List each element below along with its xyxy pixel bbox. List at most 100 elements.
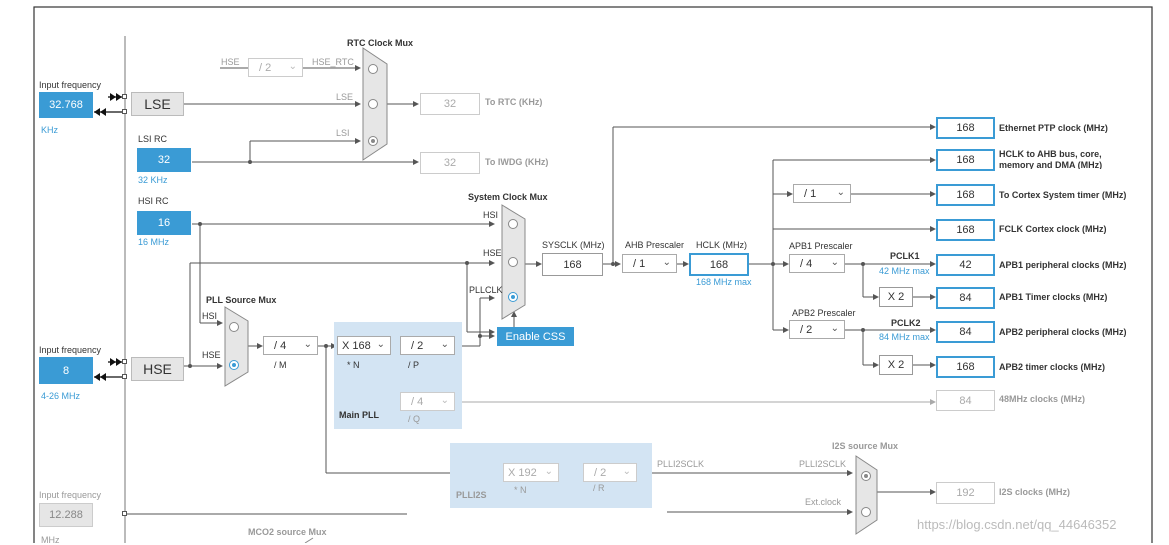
hclk-ahb-value[interactable]: 168 — [936, 149, 995, 171]
apb2-prescaler-select[interactable]: / 2 ⌄ — [789, 320, 845, 339]
plli2s-n-multiplier-select[interactable]: X 192⌄ — [503, 463, 559, 482]
system-mux-hse-label: HSE — [483, 248, 502, 258]
hse-block[interactable]: HSE — [131, 357, 184, 381]
rtc-output-value: 32 — [420, 93, 480, 115]
pll-source-hse-label: HSE — [202, 350, 221, 360]
apb2-peripheral-value[interactable]: 84 — [936, 321, 995, 343]
apb2-timer-value[interactable]: 168 — [936, 356, 995, 378]
chevron-down-icon: ⌄ — [288, 61, 297, 72]
system-mux-radio-hsi[interactable] — [508, 219, 518, 229]
pll-m-divider-select[interactable]: / 4⌄ — [263, 336, 318, 355]
lse-pin-in — [122, 109, 127, 114]
system-mux-radio-pllclk[interactable] — [508, 292, 518, 302]
rtc-hse-divider-select[interactable]: / 2 ⌄ — [248, 58, 303, 77]
apb1-timer-multiplier: X 2 — [879, 287, 913, 307]
hse-pin-in — [122, 374, 127, 379]
pll-source-radio-hsi[interactable] — [229, 322, 239, 332]
iwdg-output-value: 32 — [420, 152, 480, 174]
pll-p-value: / 2 — [411, 339, 424, 352]
mco2-mux-title: MCO2 source Mux — [248, 527, 327, 537]
i2s-clock-value[interactable]: 192 — [936, 482, 995, 504]
rtc-lsi-label: LSI — [336, 128, 350, 138]
ethernet-ptp-clock-value[interactable]: 168 — [936, 117, 995, 139]
pll-p-divider-select[interactable]: / 2⌄ — [400, 336, 455, 355]
clk48-label: 48MHz clocks (MHz) — [999, 394, 1086, 404]
sysclk-value[interactable]: 168 — [542, 253, 603, 276]
i2s-ext-unit: MHz — [41, 535, 60, 545]
rtc-hse-label: HSE — [221, 57, 240, 67]
pll-n-multiplier-select[interactable]: X 168 ⌄ — [337, 336, 391, 355]
enable-css-button[interactable]: Enable CSS — [497, 327, 574, 346]
watermark: https://blog.csdn.net/qq_44646352 — [917, 517, 1117, 532]
hsi-value: 16 — [137, 211, 191, 235]
pll-source-hsi-label: HSI — [202, 311, 218, 321]
hsi-unit: 16 MHz — [138, 237, 170, 247]
rtc-mux-radio-hse[interactable] — [368, 64, 378, 74]
pll-n-label: * N — [347, 360, 360, 370]
clk48-value[interactable]: 84 — [936, 390, 995, 411]
chevron-down-icon: ⌄ — [440, 395, 449, 406]
apb1-timer-value[interactable]: 84 — [936, 287, 995, 309]
apb2-peripheral-label: APB2 peripheral clocks (MHz) — [999, 327, 1127, 337]
fclk-cortex-value[interactable]: 168 — [936, 219, 995, 241]
pll-q-value: / 4 — [411, 395, 424, 408]
fclk-cortex-label: FCLK Cortex clock (MHz) — [999, 224, 1107, 234]
hclk-label: HCLK (MHz) — [696, 240, 747, 250]
i2s-source-mux-title: I2S source Mux — [832, 441, 899, 451]
chevron-down-icon: ⌄ — [376, 339, 385, 350]
pll-q-divider-select[interactable]: / 4 ⌄ — [400, 392, 455, 411]
lse-pin-out — [122, 94, 127, 99]
hse-pin-out — [122, 359, 127, 364]
hse-frequency-input[interactable]: 8 — [39, 357, 93, 384]
rtc-mux-radio-lsi[interactable] — [368, 136, 378, 146]
pclk2-max: 84 MHz max — [879, 332, 930, 342]
pll-q-label: / Q — [408, 414, 421, 424]
i2s-mux-input-plli2sclk: PLLI2SCLK — [799, 459, 847, 469]
pclk2-label: PCLK2 — [891, 318, 921, 328]
chevron-down-icon: ⌄ — [662, 257, 671, 268]
lse-block[interactable]: LSE — [131, 92, 184, 116]
apb1-timer-label: APB1 Timer clocks (MHz) — [999, 292, 1108, 302]
i2s-mux-radio-plli2s[interactable] — [861, 471, 871, 481]
rtc-hse-divider-value: / 2 — [259, 61, 272, 74]
lse-frequency-input[interactable]: 32.768 — [39, 92, 93, 118]
apb1-prescaler-label: APB1 Prescaler — [789, 241, 853, 251]
i2s-mux-radio-ext[interactable] — [861, 507, 871, 517]
chevron-down-icon: ⌄ — [830, 323, 839, 334]
sysclk-label: SYSCLK (MHz) — [542, 240, 605, 250]
cortex-timer-divider-select[interactable]: / 1⌄ — [793, 184, 851, 203]
ahb-prescaler-select[interactable]: / 1 ⌄ — [622, 254, 677, 273]
plli2s-r-divider-select[interactable]: / 2⌄ — [583, 463, 637, 482]
i2s-clock-label: I2S clocks (MHz) — [999, 487, 1071, 497]
pll-m-value: / 4 — [274, 339, 287, 352]
rtc-mux-radio-lse[interactable] — [368, 99, 378, 109]
i2s-mux-input-ext: Ext.clock — [805, 497, 842, 507]
hse-range: 4-26 MHz — [41, 391, 81, 401]
apb2-timer-label: APB2 timer clocks (MHz) — [999, 362, 1106, 372]
pll-m-label: / M — [274, 360, 287, 370]
hclk-value-input[interactable]: 168 — [689, 253, 749, 276]
cortex-system-timer-value[interactable]: 168 — [936, 184, 995, 206]
ahb-prescaler-value: / 1 — [633, 257, 646, 270]
pll-n-value: X 168 — [342, 339, 371, 352]
rtc-mux-title: RTC Clock Mux — [347, 38, 414, 48]
plli2s-title: PLLI2S — [456, 490, 487, 500]
plli2s-r-label: / R — [593, 483, 605, 493]
rtc-lse-label: LSE — [336, 92, 354, 102]
apb1-peripheral-label: APB1 peripheral clocks (MHz) — [999, 260, 1127, 270]
apb1-prescaler-select[interactable]: / 4⌄ — [789, 254, 845, 273]
apb2-prescaler-label: APB2 Prescaler — [792, 308, 856, 318]
lse-input-title: Input frequency — [39, 80, 102, 90]
ethernet-ptp-clock-label: Ethernet PTP clock (MHz) — [999, 123, 1108, 133]
system-mux-radio-hse[interactable] — [508, 257, 518, 267]
canvas-frame — [33, 6, 1153, 543]
apb1-peripheral-value[interactable]: 42 — [936, 254, 995, 276]
i2s-ext-frequency-input[interactable]: 12.288 — [39, 503, 93, 527]
pll-source-radio-hse[interactable] — [229, 360, 239, 370]
cortex-timer-divider-value: / 1 — [804, 187, 817, 200]
chevron-down-icon: ⌄ — [622, 466, 631, 477]
pll-p-label: / P — [408, 360, 420, 370]
lsi-title: LSI RC — [138, 134, 168, 144]
apb2-prescaler-value: / 2 — [800, 323, 813, 336]
mco-pin — [122, 511, 127, 516]
